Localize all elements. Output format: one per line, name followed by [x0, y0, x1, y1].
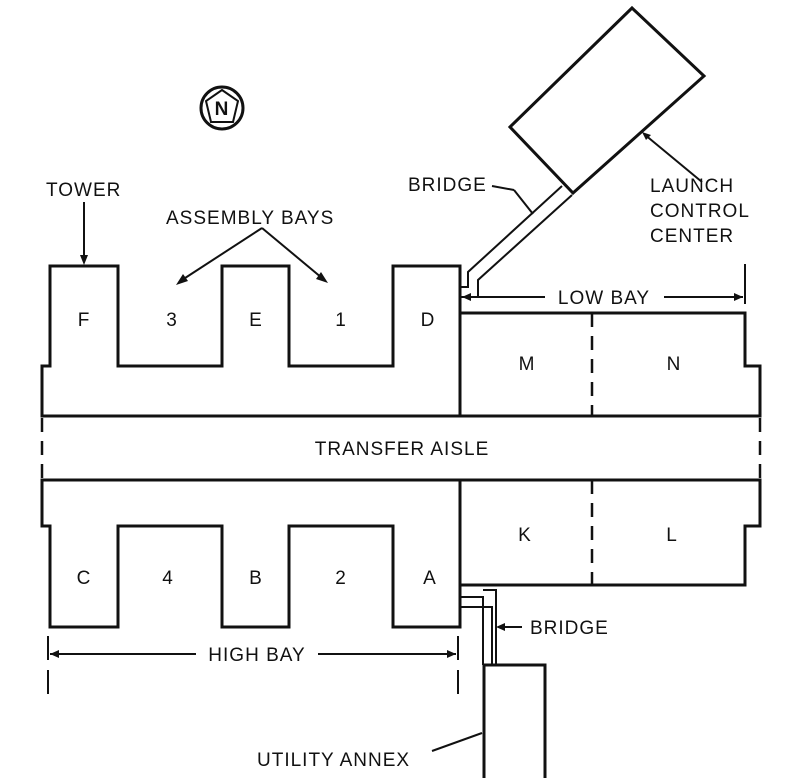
utility-annex-building — [482, 663, 547, 778]
lcc-label-line-3: CENTER — [650, 226, 734, 247]
assembly-bays-label: ASSEMBLY BAYS — [166, 208, 334, 229]
low-bay-label: LOW BAY — [558, 288, 650, 309]
compass-north-label: N — [215, 99, 230, 120]
launch-control-center-building — [507, 5, 707, 196]
bay-label-k: K — [518, 525, 532, 546]
assembly-bays-arrow-left — [176, 274, 188, 285]
bay-label-3: 3 — [166, 310, 178, 331]
bay-label-1: 1 — [335, 310, 347, 331]
utility-annex-leader — [431, 732, 483, 752]
lcc-label-line-2: CONTROL — [650, 201, 750, 222]
bay-label-e: E — [249, 310, 263, 331]
south-high-bay-outline — [40, 478, 462, 629]
low-bay-arrow-east — [734, 293, 743, 301]
bay-label-f: F — [78, 310, 91, 331]
assembly-bays-leader-right — [261, 227, 323, 279]
bay-label-d: D — [421, 310, 436, 331]
high-bay-arrow-east — [447, 650, 456, 658]
bottom-bridge — [460, 589, 497, 665]
low-bay-arrow-west — [462, 293, 471, 301]
bridge-top-leader-b — [513, 189, 534, 215]
assembly-bays-arrow-right — [316, 272, 328, 283]
lcc-leader-line — [643, 133, 703, 183]
tower-label: TOWER — [46, 180, 121, 201]
lcc-leader-arrow — [642, 132, 651, 140]
top-bridge — [460, 185, 573, 298]
bridge-top-label: BRIDGE — [408, 175, 487, 196]
north-low-bay-outline — [458, 311, 762, 418]
compass-icon: N — [199, 85, 245, 131]
high-bay-arrow-west — [50, 650, 59, 658]
utility-annex-label: UTILITY ANNEX — [257, 750, 410, 771]
bay-label-l: L — [666, 525, 678, 546]
bay-label-4: 4 — [162, 568, 174, 589]
bridge-top-leader-a — [491, 185, 515, 191]
assembly-bays-leader-left — [181, 227, 263, 281]
lcc-label-line-1: LAUNCH — [650, 176, 734, 197]
bay-label-c: C — [77, 568, 92, 589]
bridge-bottom-label: BRIDGE — [530, 618, 609, 639]
bay-label-n: N — [667, 354, 682, 375]
bay-label-2: 2 — [335, 568, 347, 589]
high-bay-label: HIGH BAY — [208, 645, 305, 666]
bay-label-a: A — [423, 568, 437, 589]
bay-label-b: B — [249, 568, 263, 589]
tower-leader-arrow — [80, 255, 88, 265]
bay-label-m: M — [519, 354, 536, 375]
bridge-bottom-arrow — [496, 623, 505, 631]
transfer-aisle-label: TRANSFER AISLE — [315, 439, 490, 460]
south-low-bay-outline — [458, 478, 762, 587]
north-high-bay-outline — [40, 264, 462, 418]
